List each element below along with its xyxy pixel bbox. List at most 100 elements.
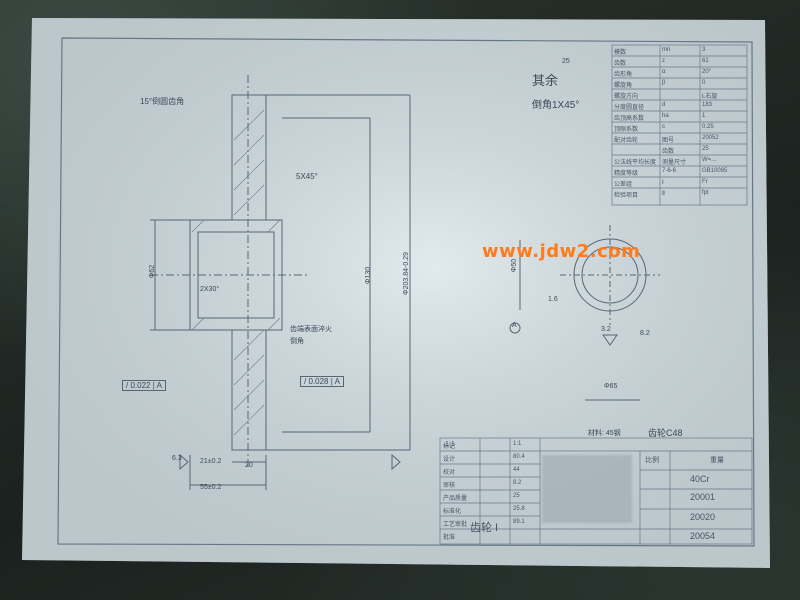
material-label: 材料: 45钢 (588, 430, 621, 437)
param-cell: 183 (702, 102, 713, 108)
param-cell: 0.25 (702, 124, 714, 130)
tolerance-left-frame: / 0.022 | A (122, 380, 166, 391)
param-cell: 螺旋角 (614, 83, 633, 89)
title-row-label: 工艺审批 (443, 522, 468, 528)
param-cell: L右旋 (702, 94, 718, 100)
param-cell: 分度圆直径 (614, 105, 645, 111)
rough-63: 6.3 (172, 455, 182, 462)
tolerance-right-datum: A (334, 377, 340, 386)
datum-marks (179, 322, 618, 471)
param-cell: 图号 (662, 138, 675, 144)
param-cell: 齿形角 (614, 72, 633, 78)
right-datum: A (512, 322, 517, 329)
param-cell: 7-6-6 (662, 168, 677, 174)
param-cell: 公差组 (614, 182, 633, 188)
code-2: 20020 (690, 512, 716, 522)
tolerance-left-datum: A (156, 381, 162, 390)
param-cell: 螺旋方向 (614, 94, 639, 100)
param-cell: α (662, 69, 666, 75)
gear-section (150, 75, 411, 490)
dim-phi130: Φ130 (365, 266, 373, 285)
weight-label: 重量 (710, 457, 724, 464)
title-row-value: 80.4 (513, 454, 525, 460)
param-cell: 25 (702, 146, 709, 152)
param-cell: d (662, 102, 666, 108)
ratio-value: 1:1 (445, 441, 455, 448)
param-cell: z (662, 58, 665, 64)
param-cell: Ⅰ (662, 180, 664, 186)
title-row-value: 25 (513, 493, 520, 499)
surface-note: 其余 (532, 73, 559, 88)
dim-21: 21±0.2 (200, 458, 222, 465)
chamfer-5: 5X45° (296, 172, 318, 181)
param-cell: c (662, 124, 665, 130)
scale-label: 比例 (645, 457, 659, 464)
param-cell: 齿数 (662, 149, 675, 155)
chamfer-2: 2X30° (200, 286, 220, 293)
right-phi65: Φ65 (604, 383, 618, 390)
param-cell: 1 (702, 113, 706, 119)
param-cell: 精度等级 (614, 171, 639, 177)
hardened-note-2: 倒角 (290, 338, 304, 345)
param-cell: 模数 (614, 50, 627, 56)
param-cell: W=... (702, 157, 717, 163)
tolerance-left: 0.022 (130, 381, 151, 390)
title-row-value: 8.2 (513, 480, 522, 486)
param-cell: GB10095 (702, 168, 728, 174)
param-cell: 测量尺寸 (662, 160, 687, 166)
param-cell: mn (662, 47, 671, 53)
dim-phi62: Φ62 (149, 264, 157, 279)
obscured-area (542, 455, 632, 523)
title-row-label: 标记 (443, 444, 456, 450)
surface-value: 25 (562, 58, 570, 65)
dim-20: 20 (245, 462, 253, 469)
param-cell: 0 (702, 80, 706, 86)
title-row-label: 产品质量 (443, 496, 468, 502)
right-rough-32: 3.2 (601, 326, 611, 333)
param-cell: fpt (702, 190, 709, 196)
title-row-label: 校对 (443, 470, 456, 476)
dim-outer: Φ203.84-0.29 (402, 252, 410, 295)
param-cell: 配对齿轮 (614, 138, 639, 144)
param-cell: 20° (702, 69, 712, 75)
param-cell: 公法线平均长度 (614, 160, 657, 166)
title-row-value: 44 (513, 467, 520, 473)
param-cell: 齿数 (614, 61, 627, 67)
title-row-label: 标准化 (443, 509, 462, 515)
param-cell: Ⅱ (662, 191, 665, 197)
hatching (191, 109, 281, 436)
param-cell: 61 (702, 58, 709, 64)
param-cell: 20052 (702, 135, 719, 141)
tolerance-right-frame: / 0.028 | A (300, 376, 344, 387)
right-rough-16: 1.6 (548, 296, 558, 303)
title-row-value: 89.1 (513, 519, 525, 525)
param-cell: Fr (702, 179, 708, 185)
left-callout: 15°倒圆齿角 (140, 97, 185, 106)
title-block-grid (439, 437, 753, 545)
watermark: www.jdw2.com (482, 241, 641, 262)
param-cell: 齿顶高系数 (614, 116, 645, 122)
material-code: 齿轮C48 (648, 428, 683, 438)
paper-glow (22, 18, 770, 568)
param-table-grid (611, 44, 748, 206)
right-dim-small: 8.2 (640, 330, 650, 337)
param-cell: ha (662, 113, 669, 119)
tolerance-right: 0.028 (308, 377, 329, 386)
title-row-value: 1:1 (513, 441, 522, 447)
title-row-label: 批准 (443, 535, 456, 541)
title-row-value: 25.8 (513, 506, 525, 512)
hardened-note-1: 齿端表面淬火 (290, 326, 332, 333)
code-3: 20054 (690, 531, 716, 541)
border-frame (57, 37, 755, 547)
title-row-label: 审核 (443, 483, 456, 489)
material-value: 40Cr (690, 474, 710, 484)
spline-view (519, 225, 660, 401)
param-cell: β (662, 80, 666, 86)
param-cell: 3 (702, 47, 706, 53)
part-name: 齿轮 I (470, 522, 499, 534)
chamfer-note: 倒角1X45° (532, 100, 580, 111)
dim-55: 55±0.2 (200, 484, 222, 491)
code-1: 20001 (690, 492, 716, 502)
